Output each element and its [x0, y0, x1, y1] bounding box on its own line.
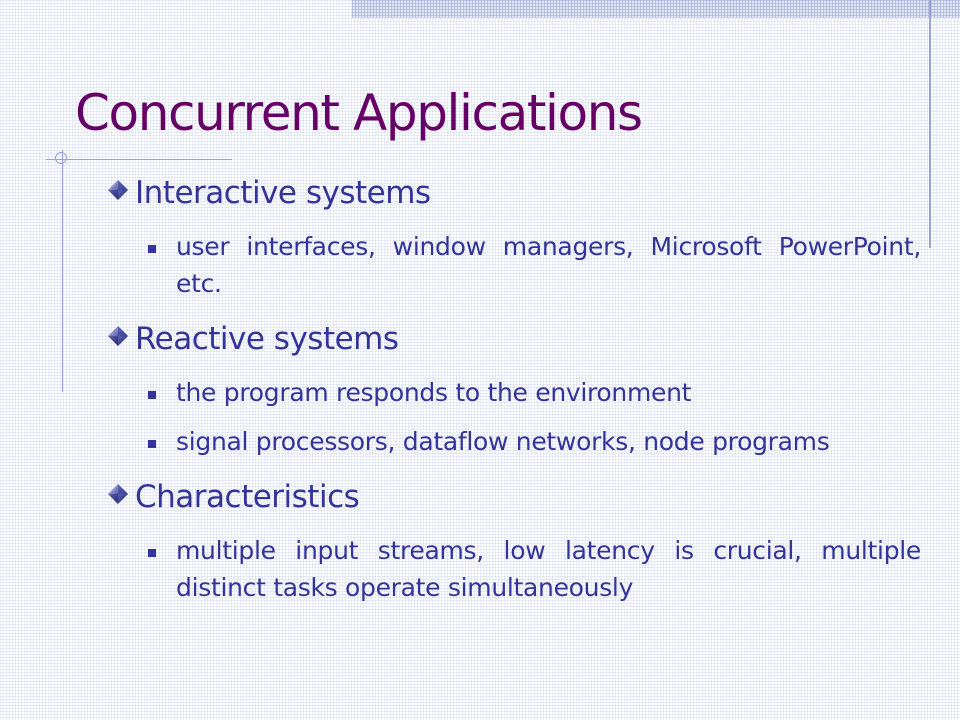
square-bullet-icon: [148, 440, 156, 448]
sub-bullet-text: the program responds to the environment: [176, 378, 692, 407]
top-decorative-band: [352, 0, 960, 18]
sub-bullet-item: user interfaces, window managers, Micros…: [148, 220, 921, 306]
sub-list-reactive: the program responds to the environment …: [104, 366, 924, 470]
sub-bullet-item: the program responds to the environment: [148, 366, 921, 415]
slide-body: Interactive systems user interfaces, win…: [104, 166, 924, 616]
sub-bullet-item: multiple input streams, low latency is c…: [148, 524, 921, 610]
slide-title: Concurrent Applications: [75, 84, 643, 142]
diamond-bullet-icon: [108, 326, 128, 346]
section-heading: Reactive systems: [135, 321, 399, 357]
left-vertical-rule: [62, 150, 63, 392]
title-underline-rule: [46, 159, 232, 160]
right-vertical-rule: [929, 0, 931, 248]
sub-bullet-text: multiple input streams, low latency is c…: [176, 536, 921, 602]
bullet-interactive-systems: Interactive systems: [104, 166, 924, 220]
section-heading: Characteristics: [135, 479, 360, 515]
sub-bullet-text: user interfaces, window managers, Micros…: [176, 232, 921, 298]
diamond-bullet-icon: [108, 180, 128, 200]
bullet-characteristics: Characteristics: [104, 470, 924, 524]
bullet-reactive-systems: Reactive systems: [104, 312, 924, 366]
sub-bullet-text: signal processors, dataflow networks, no…: [176, 427, 830, 456]
square-bullet-icon: [148, 549, 156, 557]
sub-list-interactive: user interfaces, window managers, Micros…: [104, 220, 924, 312]
sub-list-characteristics: multiple input streams, low latency is c…: [104, 524, 924, 616]
square-bullet-icon: [148, 245, 156, 253]
rule-crosshair-circle: [55, 152, 67, 164]
sub-bullet-item: signal processors, dataflow networks, no…: [148, 415, 921, 464]
diamond-bullet-icon: [108, 484, 128, 504]
square-bullet-icon: [148, 391, 156, 399]
section-heading: Interactive systems: [135, 175, 431, 211]
